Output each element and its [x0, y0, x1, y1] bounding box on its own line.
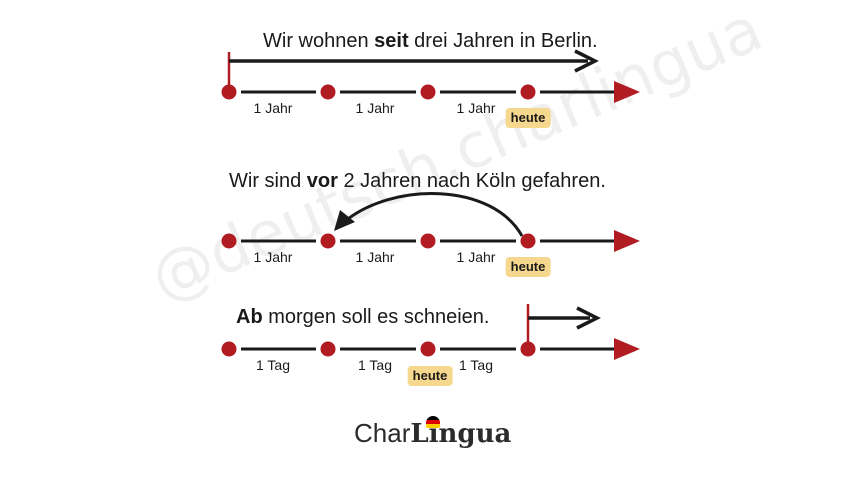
timeline-dot: [520, 233, 536, 249]
flag-stripe-red: [426, 420, 440, 424]
today-badge: heute: [505, 108, 551, 128]
segment-label: 1 Jahr: [253, 249, 293, 265]
timeline-dot: [221, 341, 237, 357]
segment-label: 1 Jahr: [355, 100, 395, 116]
segment-label: 1 Tag: [358, 357, 392, 373]
duration-arrow-head: [574, 49, 599, 73]
logo-text-char: Char: [354, 418, 411, 448]
sentence-ab: Ab morgen soll es schneien.: [236, 306, 489, 329]
timeline-dot: [520, 84, 536, 100]
sentence-seit-after: drei Jahren in Berlin.: [408, 30, 598, 52]
segment-label: 1 Jahr: [253, 100, 293, 116]
timeline-arrowhead: [614, 338, 640, 360]
today-badge: heute: [505, 257, 551, 277]
sentence-vor-after: 2 Jahren nach Köln gefahren.: [337, 170, 606, 192]
segment-label: 1 Tag: [256, 357, 290, 373]
timeline-dot: [420, 341, 436, 357]
timeline-arrowhead: [614, 230, 640, 252]
timeline-dot: [320, 84, 336, 100]
sentence-ab-after: morgen soll es schneien.: [262, 306, 490, 328]
keyword-ab: Ab: [236, 306, 263, 328]
keyword-vor: vor: [306, 170, 338, 192]
keyword-seit: seit: [374, 30, 409, 52]
flag-stripe-gold: [426, 424, 440, 428]
timeline-dot: [320, 341, 336, 357]
timeline-dot: [320, 233, 336, 249]
german-flag-icon: [426, 416, 440, 428]
curved-back-arrow: [343, 192, 524, 237]
segment-label: 1 Jahr: [355, 249, 395, 265]
segment-label: 1 Jahr: [456, 249, 496, 265]
flag-stripe-black: [426, 416, 440, 420]
sentence-seit-before: Wir wohnen: [263, 30, 375, 52]
curved-back-arrow-head: [334, 210, 355, 231]
segment-label: 1 Tag: [459, 357, 493, 373]
timeline-dot: [221, 233, 237, 249]
today-badge: heute: [407, 366, 453, 386]
sentence-vor-before: Wir sind: [229, 170, 307, 192]
timeline-arrowhead: [614, 81, 640, 103]
future-arrow-head: [576, 306, 601, 330]
sentence-vor: Wir sind vor 2 Jahren nach Köln gefahren…: [229, 170, 606, 193]
timeline-dot: [420, 84, 436, 100]
sentence-seit: Wir wohnen seit drei Jahren in Berlin.: [263, 30, 598, 53]
timeline-dot: [420, 233, 436, 249]
segment-label: 1 Jahr: [456, 100, 496, 116]
